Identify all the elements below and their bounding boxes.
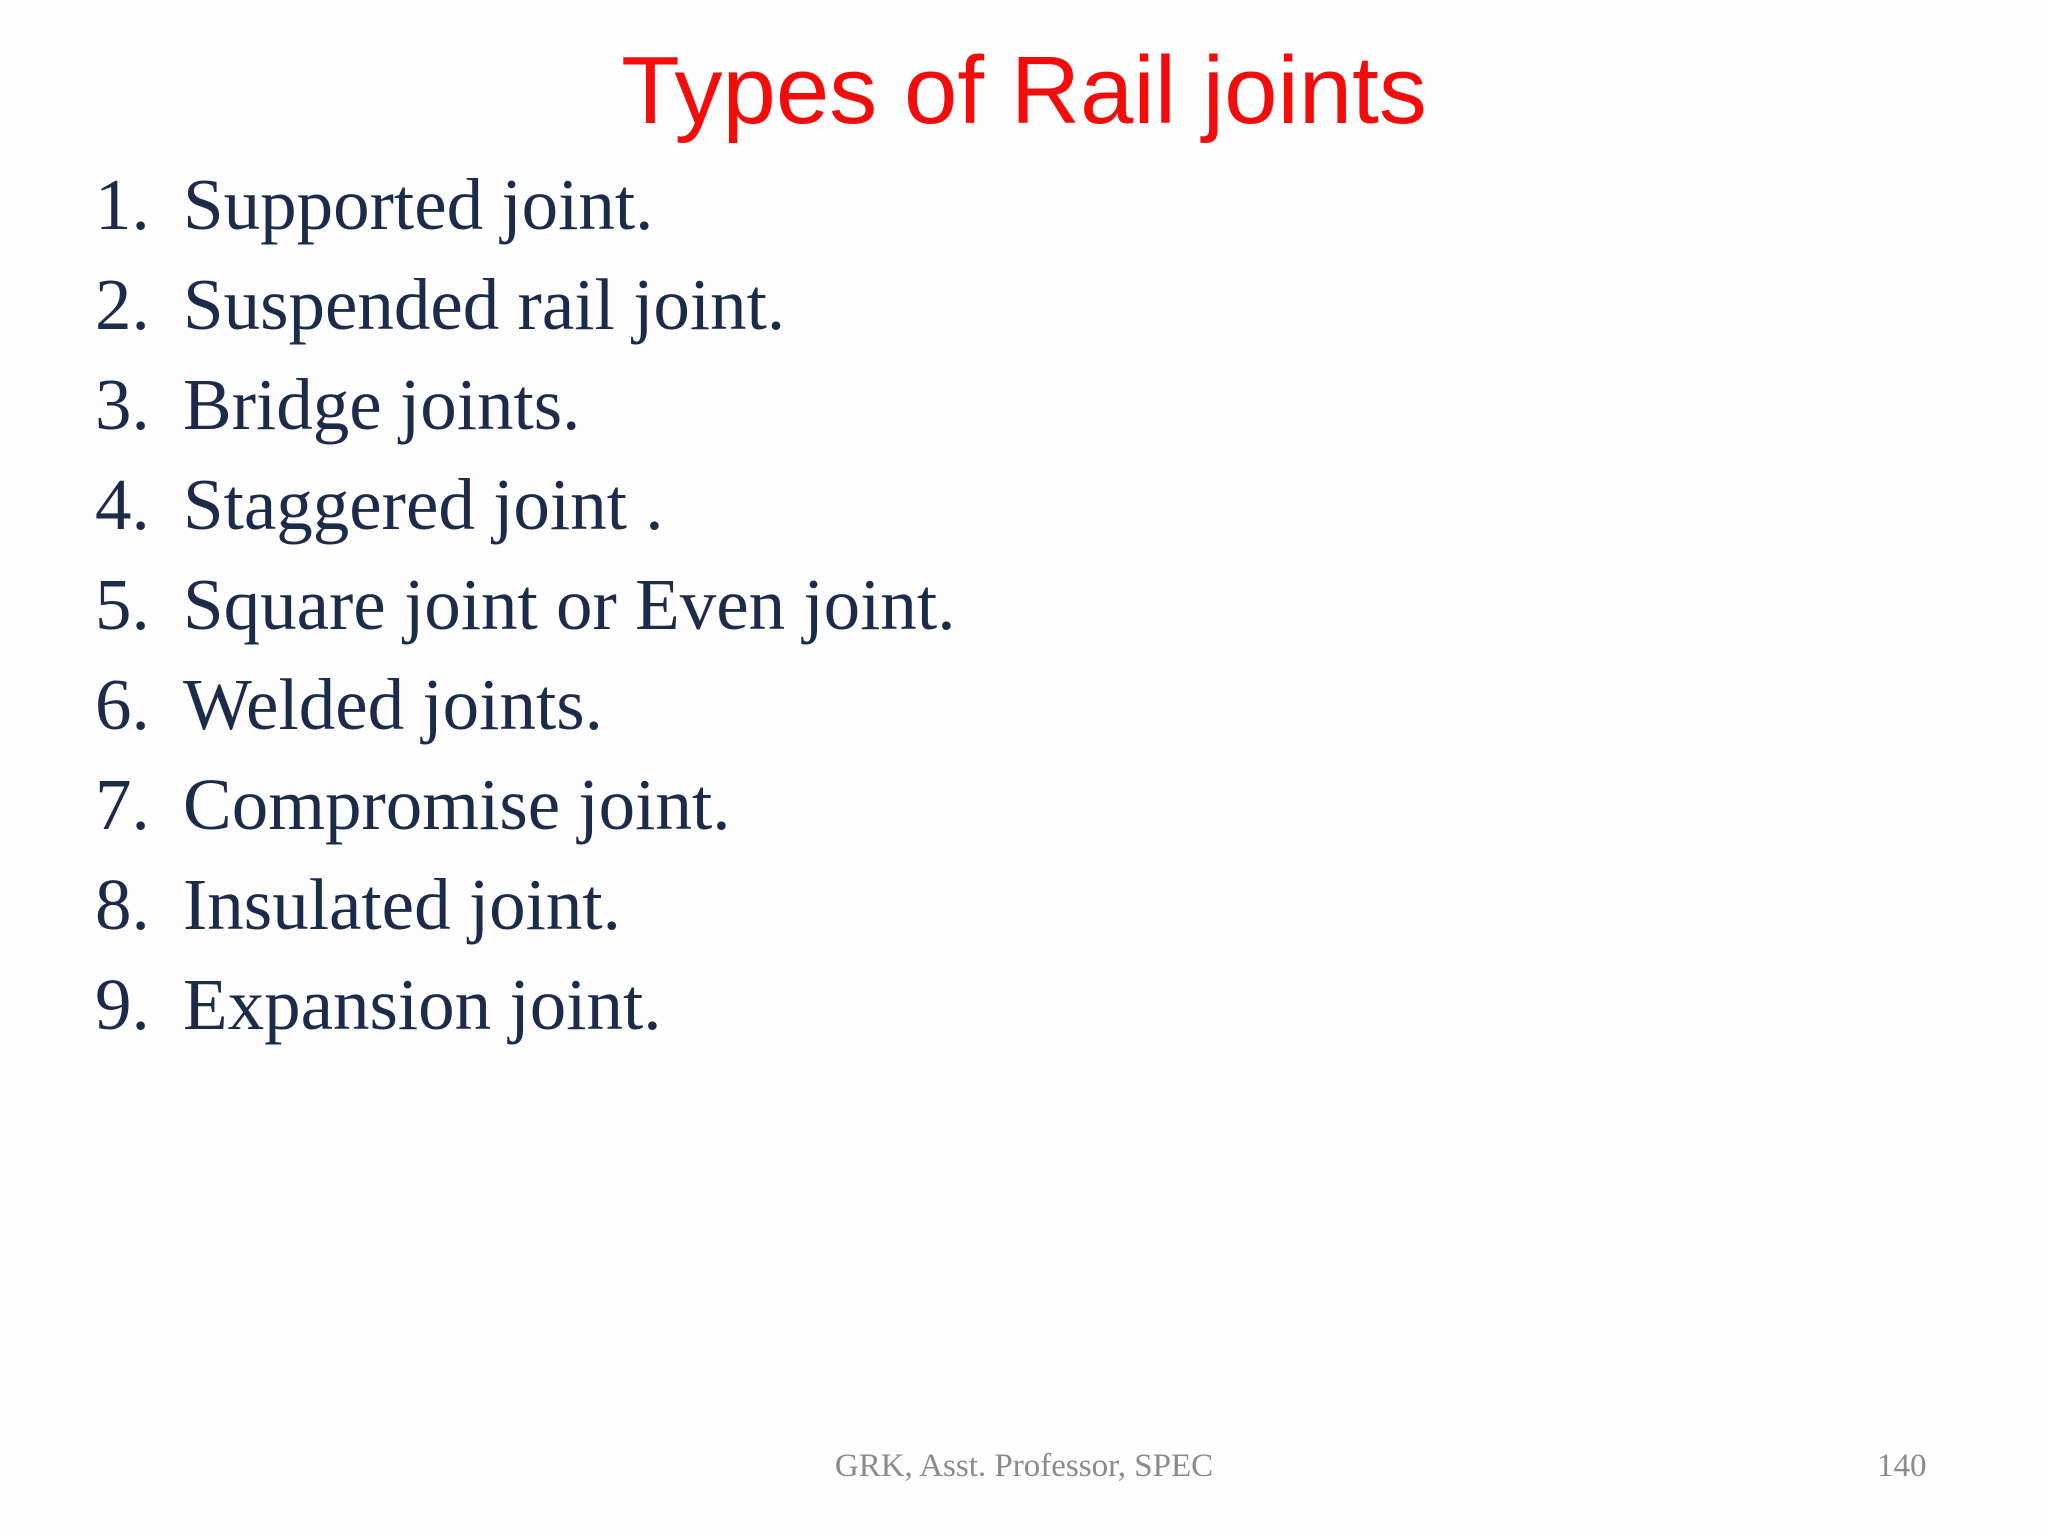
list-item-number: 5. xyxy=(95,564,150,645)
footer-credit: GRK, Asst. Professor, SPEC xyxy=(834,1448,1214,1484)
list-item: 6. Welded joints. xyxy=(95,655,955,755)
list-item: 5. Square joint or Even joint. xyxy=(95,555,955,655)
list-item-label: Supported joint. xyxy=(183,164,654,245)
list-item: 1. Supported joint. xyxy=(95,155,955,255)
list-item-label: Staggered joint . xyxy=(183,464,664,545)
list-item-number: 4. xyxy=(95,464,150,545)
list-item-label: Welded joints. xyxy=(183,664,603,745)
list-item-label: Insulated joint. xyxy=(183,864,621,945)
list-item-label: Expansion joint. xyxy=(183,964,662,1045)
list-item: 3. Bridge joints. xyxy=(95,355,955,455)
list-item-label: Compromise joint. xyxy=(183,764,731,845)
rail-joints-list: 1. Supported joint. 2. Suspended rail jo… xyxy=(95,155,955,1055)
list-item-number: 9. xyxy=(95,964,150,1045)
list-item-number: 1. xyxy=(95,164,150,245)
list-item: 9. Expansion joint. xyxy=(95,955,955,1055)
page-number: 140 xyxy=(1877,1448,1927,1484)
list-item: 7. Compromise joint. xyxy=(95,755,955,855)
list-item-number: 6. xyxy=(95,664,150,745)
list-item-number: 2. xyxy=(95,264,150,345)
list-item-label: Suspended rail joint. xyxy=(183,264,786,345)
list-item-number: 7. xyxy=(95,764,150,845)
list-item-number: 8. xyxy=(95,864,150,945)
list-item-label: Square joint or Even joint. xyxy=(183,564,956,645)
list-item: 4. Staggered joint . xyxy=(95,455,955,555)
list-item: 8. Insulated joint. xyxy=(95,855,955,955)
list-item-number: 3. xyxy=(95,364,150,445)
list-item: 2. Suspended rail joint. xyxy=(95,255,955,355)
list-item-label: Bridge joints. xyxy=(183,364,581,445)
slide-title: Types of Rail joints xyxy=(621,37,1427,144)
